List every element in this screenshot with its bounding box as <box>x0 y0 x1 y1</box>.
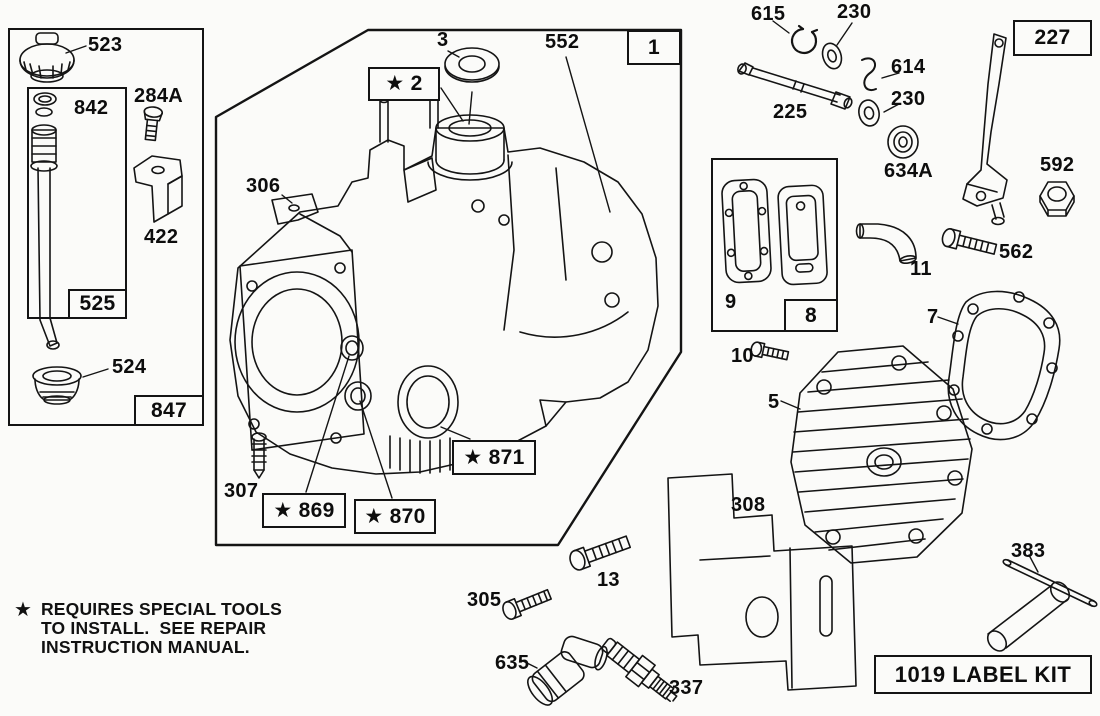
part-label-615: 615 <box>751 3 786 25</box>
cylinder-block-drawing <box>229 92 659 475</box>
part-label-524: 524 <box>112 356 147 378</box>
dipstick-drawing <box>30 92 60 350</box>
washer-230b-drawing <box>858 99 880 127</box>
part-label-box-847: 847 <box>134 395 204 426</box>
part-label-337: 337 <box>669 677 704 699</box>
main-panel-outline <box>214 28 683 547</box>
part-label-box-869: ★ 869 <box>262 493 346 528</box>
part-label-7: 7 <box>927 306 939 328</box>
part-label-box-227: 227 <box>1013 20 1092 56</box>
part-label-307: 307 <box>224 480 259 502</box>
part-label-230b: 230 <box>891 88 926 110</box>
screw-307-drawing <box>251 432 267 479</box>
part-label-13: 13 <box>597 569 620 591</box>
bracket-306-drawing <box>271 193 319 225</box>
part-label-305: 305 <box>467 589 502 611</box>
leader-lines <box>65 20 1039 669</box>
seal-634a-drawing <box>887 125 919 159</box>
oil-fill-group-box <box>8 28 204 426</box>
part-label-523: 523 <box>88 34 123 56</box>
bracket-422-drawing <box>133 155 183 223</box>
footnote-line-3: INSTRUCTION MANUAL. <box>40 637 250 657</box>
seal-3-drawing <box>444 47 500 83</box>
part-label-5: 5 <box>768 391 780 413</box>
part-label-284a: 284A <box>134 85 184 107</box>
cylinder-head-drawing <box>790 345 973 564</box>
bolt-562-drawing <box>941 228 998 255</box>
part-label-842: 842 <box>74 97 109 119</box>
part-label-634a: 634A <box>884 160 934 182</box>
bolt-10-drawing <box>750 341 790 361</box>
breather-plate-drawing <box>777 184 828 286</box>
elbow-11-drawing <box>855 223 917 265</box>
part-label-box-870: ★ 870 <box>354 499 436 534</box>
star-icon: ★ <box>14 599 32 621</box>
part-label-225: 225 <box>773 101 808 123</box>
part-label-box-2: ★ 2 <box>368 67 440 101</box>
breather-group-box <box>711 158 838 332</box>
tube-225-drawing <box>737 62 853 110</box>
oil-cap-drawing <box>19 32 75 83</box>
part-label-box-525: 525 <box>68 289 127 319</box>
part-label-3: 3 <box>437 29 449 51</box>
dipstick-group-box <box>27 87 127 319</box>
spark-plug-drawing <box>601 637 678 703</box>
spark-plug-boot-drawing <box>527 635 608 706</box>
head-gasket-drawing <box>947 290 1061 441</box>
part-label-552: 552 <box>545 31 580 53</box>
part-label-230a: 230 <box>837 1 872 23</box>
spring-anchor-614-drawing <box>861 57 877 92</box>
bolt-305-drawing <box>502 588 552 620</box>
part-label-box-8: 8 <box>784 299 838 332</box>
special-tools-footnote: ★ REQUIRES SPECIAL TOOLS TO INSTALL. SEE… <box>14 600 282 657</box>
washer-230a-drawing <box>821 42 843 70</box>
part-label-box-1: 1 <box>627 30 681 65</box>
part-label-10: 10 <box>731 345 754 367</box>
cylinder-shield-drawing <box>667 473 857 691</box>
part-label-306: 306 <box>246 175 281 197</box>
clip-615-drawing <box>790 24 819 55</box>
oil-plug-524-drawing <box>32 366 82 405</box>
footnote-line-2: TO INSTALL. SEE REPAIR <box>40 618 267 638</box>
screw-284a-drawing <box>143 106 164 142</box>
part-label-308: 308 <box>731 494 766 516</box>
part-label-11: 11 <box>910 258 932 280</box>
plug-wrench-drawing <box>986 558 1098 652</box>
gasket-9-drawing <box>721 178 772 284</box>
footnote-line-1: REQUIRES SPECIAL TOOLS <box>40 599 282 619</box>
governor-lever-drawing <box>962 33 1008 226</box>
part-label-9: 9 <box>725 291 737 313</box>
part-label-box-871: ★ 871 <box>452 440 536 475</box>
bolt-13-drawing <box>569 535 632 571</box>
label-kit-box: 1019 LABEL KIT <box>874 655 1092 694</box>
part-label-383: 383 <box>1011 540 1046 562</box>
nut-592-drawing <box>1039 181 1075 217</box>
part-label-614: 614 <box>891 56 926 78</box>
part-label-562: 562 <box>999 241 1034 263</box>
part-label-422: 422 <box>144 226 179 248</box>
part-label-592: 592 <box>1040 154 1075 176</box>
part-label-635: 635 <box>495 652 530 674</box>
